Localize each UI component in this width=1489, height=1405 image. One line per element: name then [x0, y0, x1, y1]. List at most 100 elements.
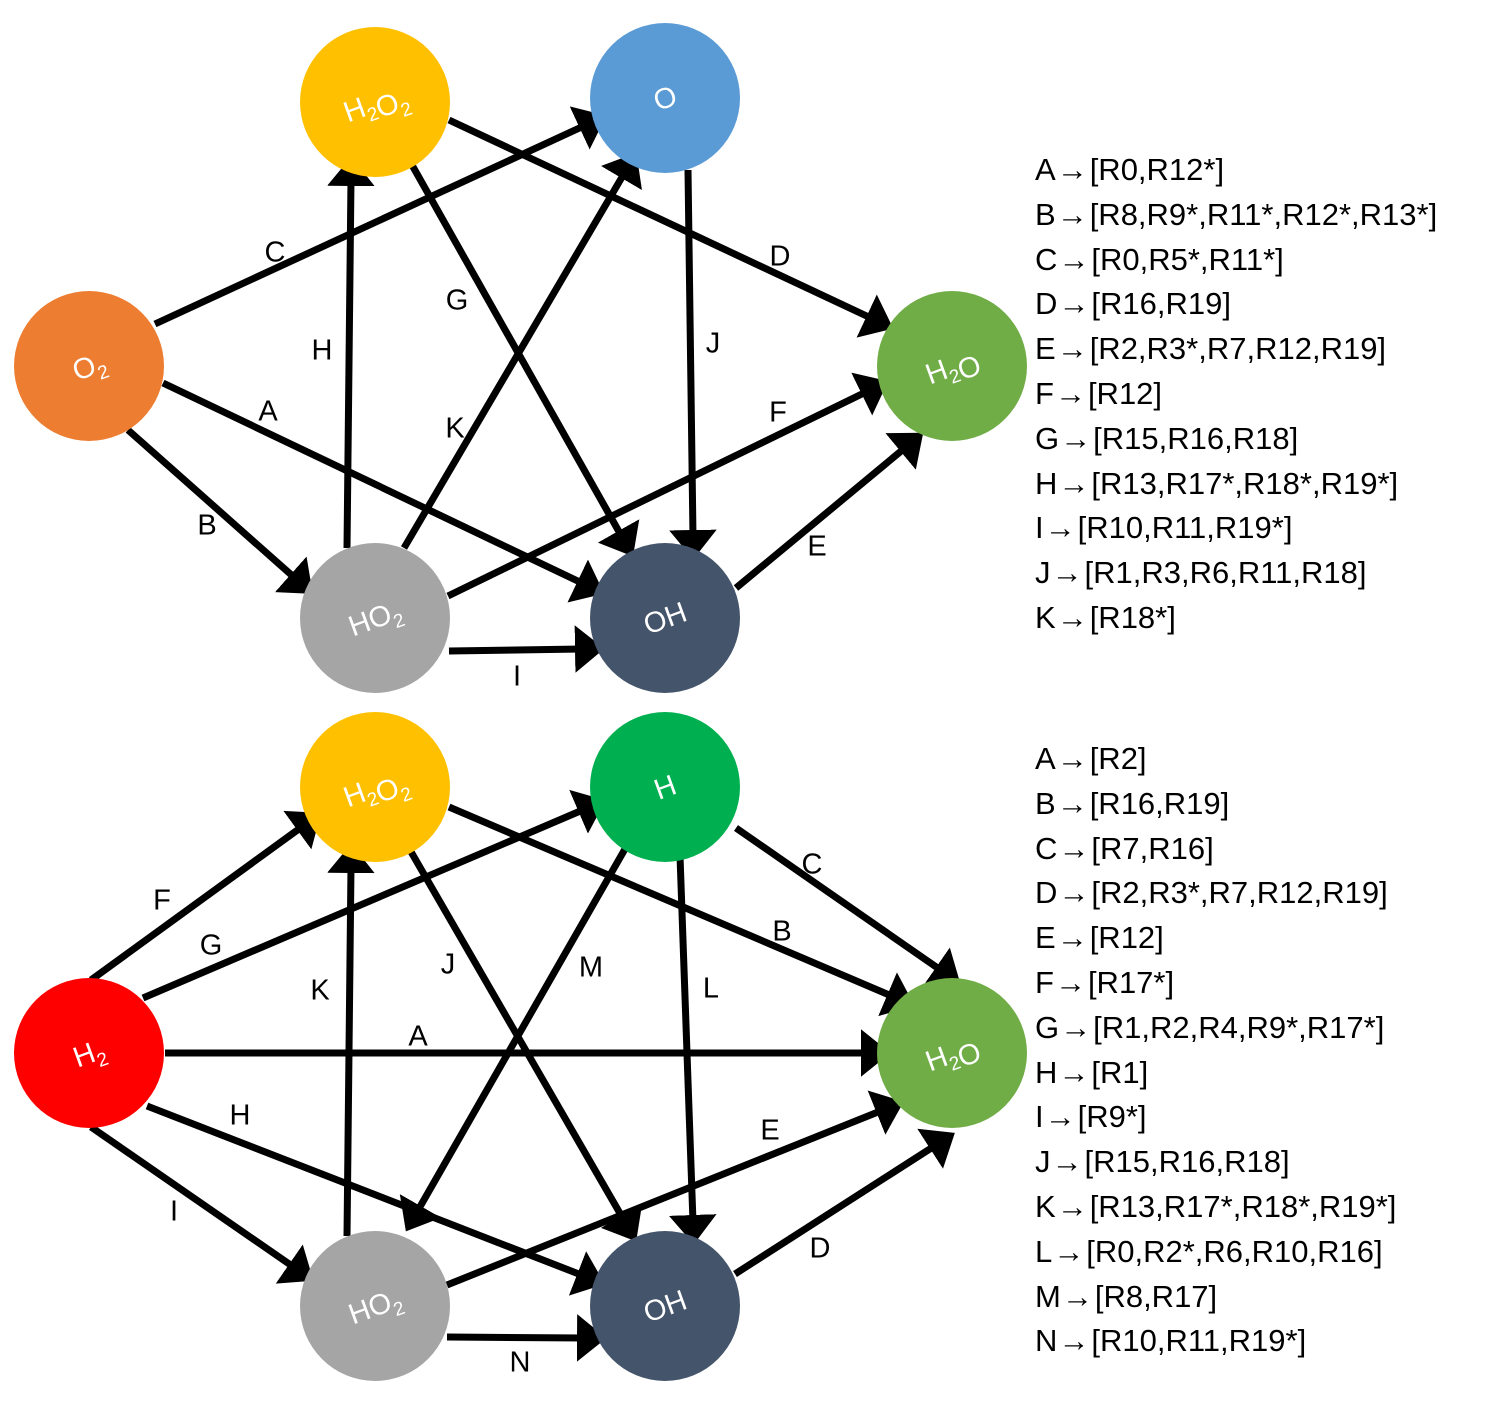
arrow-right-icon: → — [1058, 875, 1090, 911]
top-node-circle-oh — [590, 543, 740, 693]
top-node-circle-h2o — [877, 291, 1027, 441]
top-edge-label-d: D — [770, 241, 791, 273]
arrow-right-icon: → — [1058, 830, 1090, 866]
top-node-h2o2: H2O2 — [300, 27, 450, 177]
top-legend-item-b: B→[R8,R9*,R11*,R12*,R13*] — [1035, 193, 1437, 238]
bottom-legend-item-f: F→[R17*] — [1035, 961, 1396, 1006]
legend-reactions: [R2,R3*,R7,R12,R19] — [1089, 331, 1387, 367]
top-legend-item-e: E→[R2,R3*,R7,R12,R19] — [1035, 327, 1437, 372]
legend-reactions: [R1] — [1091, 1054, 1149, 1090]
bottom-edge-label-i: I — [170, 1196, 178, 1228]
legend-key: K — [1035, 599, 1056, 635]
top-node-ho2: HO2 — [300, 543, 450, 693]
bottom-legend: A→[R2]B→[R16,R19]C→[R7,R16]D→[R2,R3*,R7,… — [1035, 737, 1396, 1364]
legend-reactions: [R12] — [1089, 920, 1164, 956]
arrow-right-icon: → — [1056, 599, 1088, 635]
legend-reactions: [R0,R5*,R11*] — [1091, 241, 1284, 277]
bottom-edge-c-h-to-h2o — [734, 825, 961, 987]
bottom-edge-l-h-to-oh — [668, 855, 717, 1245]
legend-reactions: [R17*] — [1087, 964, 1175, 1000]
bottom-edge-label-f: F — [153, 885, 171, 917]
top-edge-f-ho2-to-h2o — [446, 372, 889, 600]
top-node-o: O — [590, 23, 740, 173]
bottom-legend-item-c: C→[R7,R16] — [1035, 827, 1396, 872]
legend-key: B — [1035, 785, 1056, 821]
legend-reactions: [R13,R17*,R18*,R19*] — [1089, 1188, 1397, 1224]
arrow-right-icon: → — [1056, 1188, 1088, 1224]
bottom-legend-item-n: N→[R10,R11,R19*] — [1035, 1319, 1396, 1364]
bottom-edge-e-ho2-to-h2o — [445, 1090, 904, 1289]
legend-key: M — [1035, 1278, 1061, 1314]
top-edge-label-b: B — [197, 510, 216, 542]
arrow-right-icon: → — [1058, 286, 1090, 322]
legend-key: E — [1035, 920, 1056, 956]
top-edge-b-o2-to-ho2 — [125, 427, 313, 594]
top-node-label-h2o2: H2O2 — [339, 77, 415, 140]
bottom-edge-label-e: E — [760, 1115, 779, 1147]
top-edge-label-c: C — [265, 237, 286, 269]
bottom-legend-item-m: M→[R8,R17] — [1035, 1275, 1396, 1320]
top-legend: A→[R0,R12*]B→[R8,R9*,R11*,R12*,R13*]C→[R… — [1035, 148, 1437, 641]
top-legend-item-d: D→[R16,R19] — [1035, 282, 1437, 327]
legend-reactions: [R8,R17] — [1094, 1278, 1218, 1314]
top-node-o2: O2 — [14, 291, 164, 441]
legend-key: H — [1035, 1054, 1058, 1090]
legend-key: I — [1035, 1099, 1044, 1135]
bottom-edge-label-a: A — [408, 1021, 428, 1053]
legend-reactions: [R16,R19] — [1091, 286, 1231, 322]
legend-key: B — [1035, 196, 1056, 232]
arrow-right-icon: → — [1058, 465, 1090, 501]
bottom-legend-item-k: K→[R13,R17*,R18*,R19*] — [1035, 1185, 1396, 1230]
bottom-node-circle-h2 — [14, 978, 164, 1128]
legend-reactions: [R10,R11,R19*] — [1077, 510, 1293, 546]
bottom-edge-label-k: K — [310, 975, 330, 1007]
top-node-circle-h2o2 — [300, 27, 450, 177]
arrow-right-icon: → — [1054, 964, 1086, 1000]
arrow-right-icon: → — [1054, 375, 1086, 411]
legend-key: K — [1035, 1188, 1056, 1224]
bottom-node-circle-h2o2 — [300, 712, 450, 862]
arrow-right-icon: → — [1056, 741, 1088, 776]
arrow-right-icon: → — [1056, 152, 1088, 187]
arrow-right-icon: → — [1061, 1278, 1093, 1314]
bottom-edge-label-h: H — [230, 1100, 251, 1132]
top-edge-c-o2-to-o — [153, 106, 607, 328]
legend-key: C — [1035, 830, 1058, 866]
top-legend-item-c: C→[R0,R5*,R11*] — [1035, 238, 1437, 283]
bottom-edge-label-n: N — [510, 1347, 531, 1379]
top-node-label-h2o: H2O — [921, 343, 985, 398]
arrow-right-icon: → — [1056, 785, 1088, 821]
legend-reactions: [R2] — [1089, 741, 1147, 776]
top-node-circle-ho2 — [300, 543, 450, 693]
arrow-right-icon: → — [1051, 555, 1083, 591]
legend-key: L — [1035, 1233, 1053, 1269]
top-legend-item-g: G→[R15,R16,R18] — [1035, 417, 1437, 462]
arrow-right-icon: → — [1058, 241, 1090, 277]
bottom-node-h2o2: H2O2 — [300, 712, 450, 862]
legend-key: A — [1035, 152, 1056, 187]
bottom-node-circle-h2o — [877, 978, 1027, 1128]
bottom-edge-label-b: B — [772, 916, 791, 948]
bottom-legend-item-l: L→[R0,R2*,R6,R10,R16] — [1035, 1230, 1396, 1275]
top-edges — [125, 106, 924, 673]
legend-key: C — [1035, 241, 1058, 277]
bottom-edge-i-h2-to-ho2 — [89, 1124, 314, 1284]
legend-key: A — [1035, 741, 1056, 776]
top-edge-label-f: F — [769, 397, 787, 429]
legend-key: J — [1035, 1144, 1051, 1180]
bottom-edge-d-oh-to-h2o — [733, 1128, 955, 1277]
bottom-edge-label-c: C — [802, 849, 823, 881]
legend-key: J — [1035, 555, 1051, 591]
top-edge-d-h2o2-to-h2o — [447, 116, 894, 338]
bottom-edge-label-l: L — [703, 973, 719, 1005]
legend-reactions: [R18*] — [1089, 599, 1176, 635]
legend-key: G — [1035, 1009, 1060, 1045]
bottom-node-h: H — [590, 712, 740, 862]
bottom-node-circle-h — [590, 712, 740, 862]
legend-key: H — [1035, 465, 1058, 501]
bottom-legend-item-h: H→[R1] — [1035, 1051, 1396, 1096]
